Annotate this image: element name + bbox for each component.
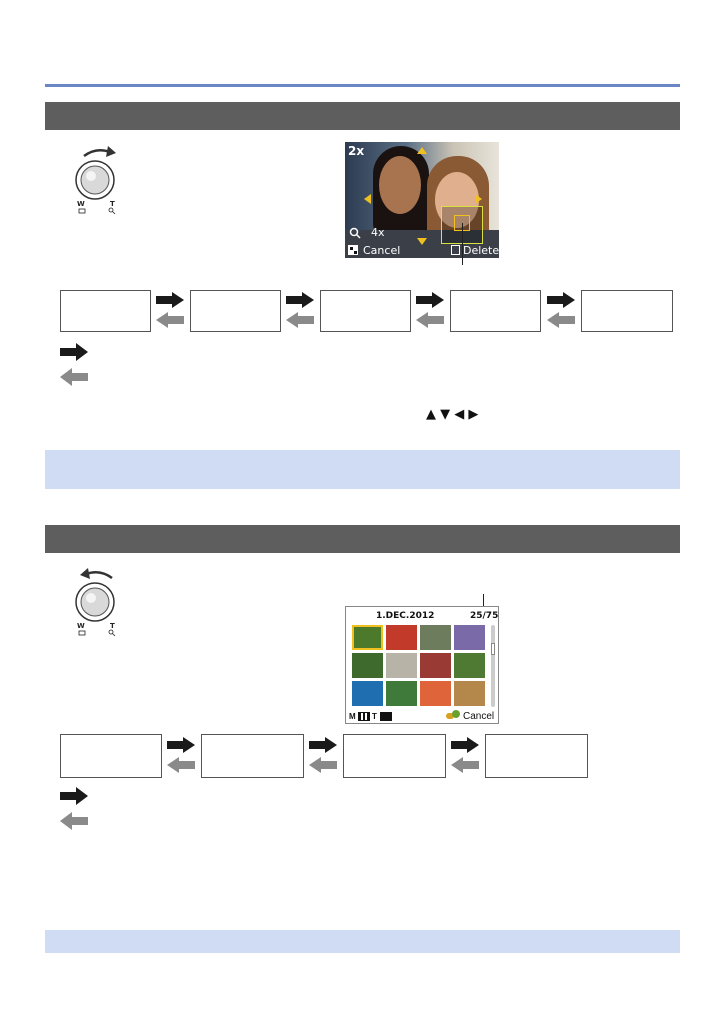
mode-m-label: M	[349, 712, 356, 721]
arrow-back-icon	[416, 312, 444, 328]
step-arrows	[547, 292, 575, 328]
thumbnail-image[interactable]	[386, 625, 417, 650]
zoom-step-box	[60, 290, 151, 332]
multi-step-box	[201, 734, 304, 778]
multi-step-box	[60, 734, 162, 778]
zoom-lever-tele-icon: W T	[75, 146, 116, 215]
arrow-forward-icon	[309, 737, 337, 753]
thumbnail-image[interactable]	[454, 625, 485, 650]
photo-person-left-face	[379, 156, 421, 214]
arrow-forward-icon	[60, 787, 88, 805]
thumbnail-image[interactable]	[352, 681, 383, 706]
arrow-back-icon	[547, 312, 575, 328]
arrow-back-icon	[60, 812, 88, 830]
scroll-up-icon	[417, 147, 427, 154]
section-header-bar	[45, 525, 680, 553]
multi-step-box	[343, 734, 446, 778]
arrow-back-icon	[451, 757, 479, 773]
zoom-step-box	[320, 290, 411, 332]
thumbnail-image[interactable]	[420, 653, 451, 678]
top-rule	[45, 84, 680, 87]
multi-step-box	[485, 734, 588, 778]
thumbnail-image[interactable]	[352, 653, 383, 678]
image-counter: 25/75	[470, 611, 499, 621]
callout-line	[462, 223, 463, 265]
cancel-label: Cancel	[463, 711, 495, 722]
thumbnail-image[interactable]	[386, 681, 417, 706]
zoom-step-box	[190, 290, 281, 332]
step-arrows	[286, 292, 314, 328]
photo-person-right-face	[435, 172, 479, 228]
dial-wide-label: W	[77, 622, 85, 630]
trash-icon	[451, 245, 460, 255]
arrow-forward-icon	[156, 292, 184, 308]
multi-playback-icon	[78, 208, 86, 214]
arrow-forward-icon	[286, 292, 314, 308]
arrow-back-icon	[167, 757, 195, 773]
zoom-level-indicator: 2x	[348, 144, 365, 158]
step-arrows	[451, 737, 479, 773]
step-arrows	[416, 292, 444, 328]
scroll-right-icon	[475, 194, 482, 204]
delete-label: Delete	[463, 244, 499, 257]
dial-tele-label: T	[110, 622, 115, 630]
up-key-icon: ▲	[426, 407, 436, 422]
callout-line	[483, 594, 484, 616]
info-band	[45, 930, 680, 953]
direction-keys: ▲ ▼ ◀ ▶	[426, 408, 478, 422]
mode-t-label: T	[372, 712, 377, 721]
scroll-down-icon	[417, 238, 427, 245]
grid-icon	[358, 712, 370, 721]
multi-playback-icon	[78, 630, 86, 636]
zoom-step-box	[450, 290, 541, 332]
zoom-step-box	[581, 290, 673, 332]
magnify-icon	[349, 227, 361, 239]
scrollbar-thumb[interactable]	[491, 643, 495, 655]
section-header-bar	[45, 102, 680, 130]
single-view-icon	[380, 712, 392, 721]
arrow-back-icon	[156, 312, 184, 328]
arrow-forward-icon	[451, 737, 479, 753]
magnify-icon	[108, 629, 114, 635]
step-arrows	[167, 737, 195, 773]
arrow-back-icon	[286, 312, 314, 328]
multi-playback-screen: 1.DEC.2012 25/75 M T Cancel	[345, 606, 499, 724]
arrow-back-icon	[60, 368, 88, 386]
step-arrows	[156, 292, 184, 328]
down-key-icon: ▼	[440, 407, 451, 422]
arrow-forward-icon	[547, 292, 575, 308]
return-icon	[446, 710, 460, 722]
zoom-lever-wide-icon: W T	[75, 568, 116, 637]
zoom-readout: 4x	[371, 226, 385, 239]
right-key-icon: ▶	[468, 407, 479, 422]
legend-arrows	[60, 787, 88, 830]
arrow-forward-icon	[167, 737, 195, 753]
magnify-icon	[108, 207, 114, 213]
zoom-playback-screen: 2x 4x Cancel Delete	[345, 142, 499, 258]
date-label: 1.DEC.2012	[376, 611, 435, 621]
legend-arrows	[60, 343, 88, 386]
thumbnail-image[interactable]	[454, 653, 485, 678]
left-key-icon: ◀	[454, 407, 465, 422]
thumbnail-image[interactable]	[352, 625, 383, 650]
dial-tele-label: T	[110, 200, 115, 208]
info-band	[45, 450, 680, 489]
cancel-label: Cancel	[363, 244, 401, 257]
thumbnail-image[interactable]	[420, 681, 451, 706]
multi-playback-icon	[348, 245, 358, 255]
thumbnail-image[interactable]	[420, 625, 451, 650]
dial-wide-label: W	[77, 200, 85, 208]
scroll-left-icon	[364, 194, 371, 204]
scrollbar[interactable]	[491, 625, 495, 707]
thumbnail-image[interactable]	[454, 681, 485, 706]
arrow-forward-icon	[60, 343, 88, 361]
thumbnail-image[interactable]	[386, 653, 417, 678]
arrow-forward-icon	[416, 292, 444, 308]
arrow-back-icon	[309, 757, 337, 773]
step-arrows	[309, 737, 337, 773]
